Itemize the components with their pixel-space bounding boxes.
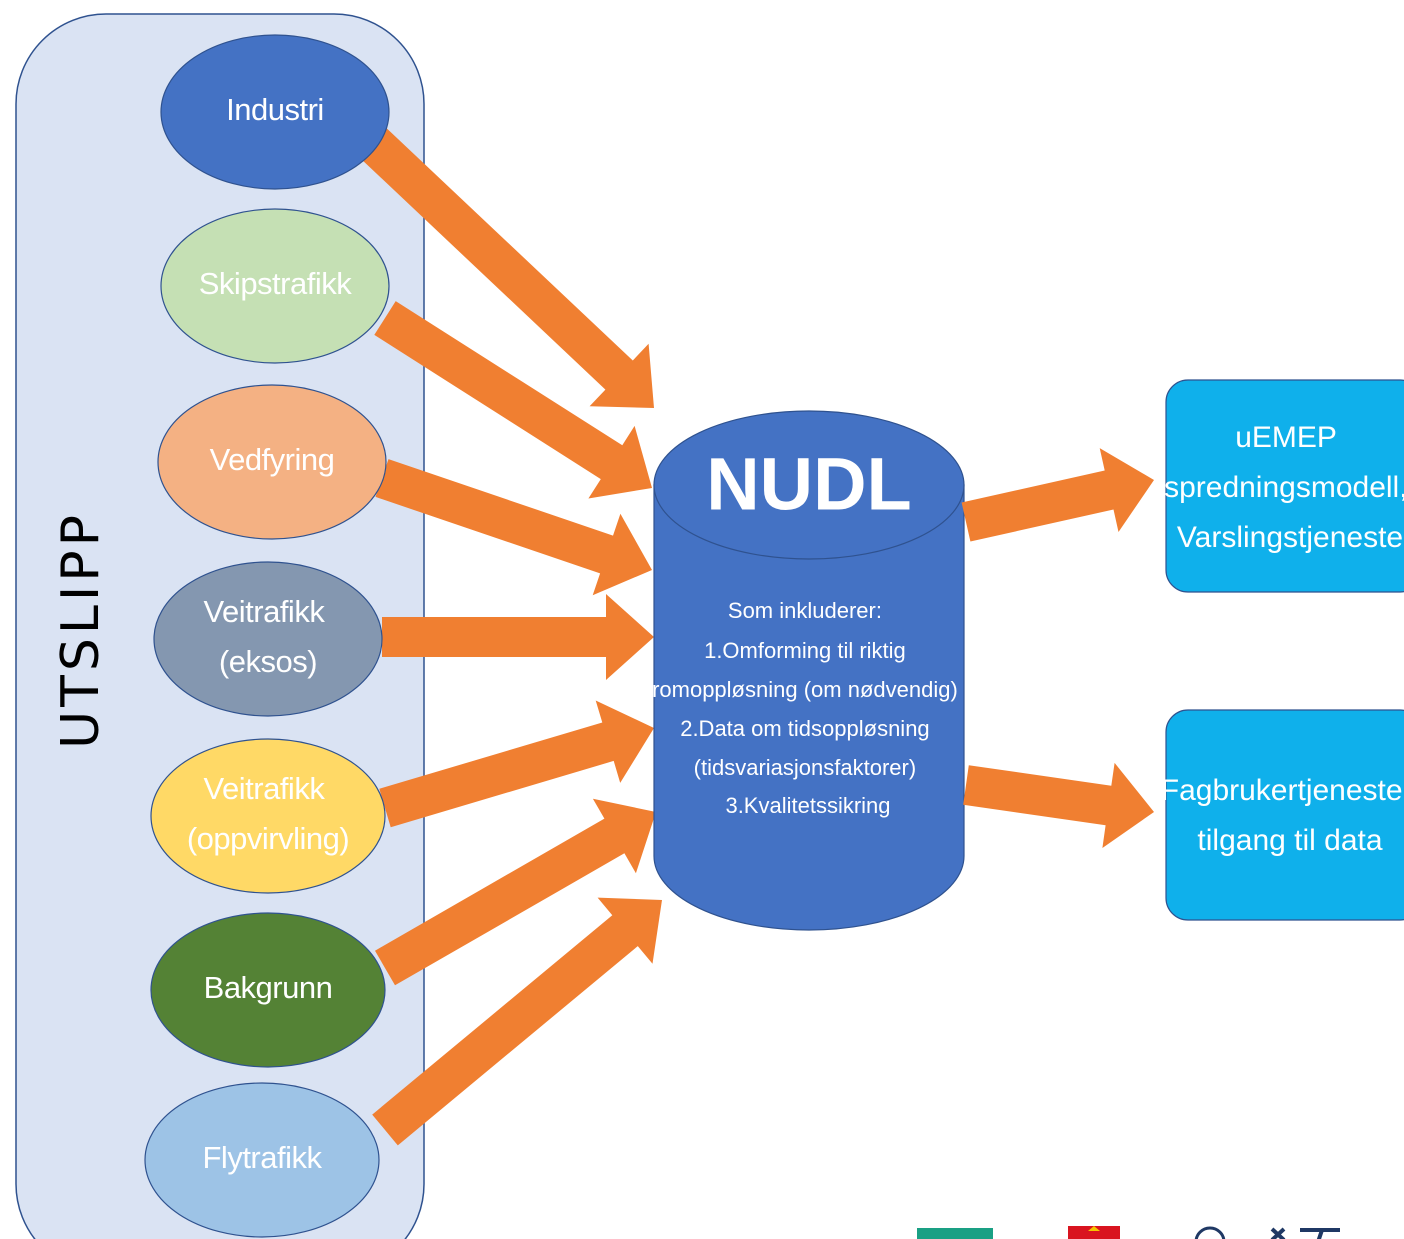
source-vedfyring: Vedfyring <box>157 384 387 540</box>
arrow-bakgrunn <box>375 798 656 986</box>
source-skipstrafikk-label: Skipstrafikk <box>199 266 352 301</box>
output-uemep-line: spredningsmodell, <box>1164 471 1404 504</box>
nudl-description: Som inkluderer: 1.Omforming til riktig r… <box>652 598 964 818</box>
output-fagbruker-line: Fagbrukertjeneste, <box>1161 774 1404 807</box>
nudl-description-line: romoppløsning (om nødvendig) <box>652 677 958 702</box>
source-vedfyring-shape <box>157 384 387 540</box>
partner-logo-red <box>1068 1226 1120 1239</box>
output-uemep-line: Varslingstjeneste <box>1177 521 1403 554</box>
arrow-to-uemep <box>961 448 1154 542</box>
output-arrows <box>961 448 1154 848</box>
nudl-description-line: Som inkluderer: <box>728 598 882 623</box>
source-veitrafikk-oppvirvling-label: Veitrafikk (oppvirvling) <box>187 771 349 856</box>
arrow-industri <box>356 125 654 408</box>
partner-logo-green <box>917 1228 993 1239</box>
arrow-veitrafikk-oppvirvling <box>379 700 654 828</box>
output-fagbruker: Fagbrukertjeneste, tilgang til data <box>1161 709 1404 921</box>
partner-logo-mark <box>1270 1227 1340 1239</box>
arrow-skipstrafikk <box>374 301 652 499</box>
source-bakgrunn-label: Bakgrunn <box>204 970 333 1005</box>
source-veitrafikk-eksos-line1: Veitrafikk <box>204 594 326 629</box>
output-uemep: uEMEP spredningsmodell, Varslingstjenest… <box>1164 379 1404 593</box>
source-skipstrafikk-shape <box>160 208 390 364</box>
source-flytrafikk-label: Flytrafikk <box>203 1140 323 1175</box>
partner-logo-circle <box>1194 1226 1226 1239</box>
output-uemep-box <box>1165 379 1404 593</box>
nudl-title: NUDL <box>706 443 912 526</box>
output-fagbruker-label: Fagbrukertjeneste, tilgang til data <box>1161 774 1404 857</box>
partner-logo-red-emblem <box>1088 1226 1100 1231</box>
input-arrows <box>356 125 662 1146</box>
source-veitrafikk-oppvirvling-line2: (oppvirvling) <box>187 821 349 856</box>
nudl-description-line: 1.Omforming til riktig <box>704 638 906 663</box>
nudl-database: NUDL Som inkluderer: 1.Omforming til rik… <box>652 410 965 931</box>
output-uemep-line: uEMEP <box>1235 421 1336 454</box>
arrow-vedfyring <box>375 459 652 596</box>
source-industri-shape <box>160 34 390 190</box>
source-flytrafikk: Flytrafikk <box>144 1082 380 1238</box>
source-flytrafikk-shape <box>144 1082 380 1238</box>
arrow-veitrafikk-eksos <box>382 594 654 680</box>
source-veitrafikk-eksos-line2: (eksos) <box>219 644 317 679</box>
utslipp-group-label: UTSLIPP <box>51 511 111 749</box>
nudl-description-line: (tidsvariasjonsfaktorer) <box>694 755 917 780</box>
source-veitrafikk-eksos-label: Veitrafikk (eksos) <box>204 594 333 679</box>
source-industri-label: Industri <box>226 92 324 127</box>
nudl-cylinder-top <box>653 410 965 560</box>
nudl-description-line: 3.Kvalitetssikring <box>725 793 890 818</box>
source-skipstrafikk: Skipstrafikk <box>160 208 390 364</box>
source-vedfyring-label: Vedfyring <box>210 442 335 477</box>
source-industri: Industri <box>160 34 390 190</box>
arrow-flytrafikk <box>372 897 662 1146</box>
source-veitrafikk-oppvirvling-line1: Veitrafikk <box>204 771 326 806</box>
nudl-description-line: 2.Data om tidsoppløsning <box>680 716 929 741</box>
source-veitrafikk-eksos-shape <box>153 561 383 717</box>
nudl-cylinder-body <box>653 484 965 931</box>
partner-logos <box>917 1226 1340 1239</box>
source-veitrafikk-eksos: Veitrafikk (eksos) <box>153 561 383 717</box>
source-veitrafikk-oppvirvling-shape <box>150 738 386 894</box>
output-uemep-label: uEMEP spredningsmodell, Varslingstjenest… <box>1164 421 1404 554</box>
output-fagbruker-box <box>1165 709 1404 921</box>
source-bakgrunn-shape <box>150 912 386 1068</box>
source-bakgrunn: Bakgrunn <box>150 912 386 1068</box>
output-fagbruker-line: tilgang til data <box>1197 824 1382 857</box>
arrow-to-fagbruker <box>963 762 1154 848</box>
source-veitrafikk-oppvirvling: Veitrafikk (oppvirvling) <box>150 738 386 894</box>
